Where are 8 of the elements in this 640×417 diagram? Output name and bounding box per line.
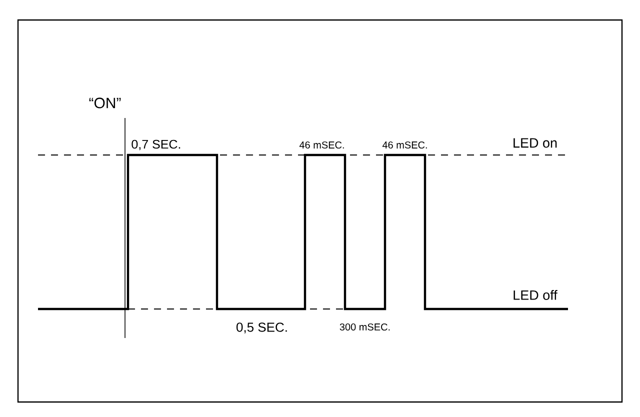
state-label: “ON” bbox=[89, 98, 121, 108]
duration-label: 300 mSEC. bbox=[340, 323, 390, 331]
duration-label: 46 mSEC. bbox=[299, 141, 344, 149]
duration-label: 0,5 SEC. bbox=[236, 322, 287, 334]
duration-label: 46 mSEC. bbox=[382, 141, 427, 149]
level-label: LED off bbox=[514, 290, 558, 300]
level-label: LED on bbox=[514, 138, 557, 148]
duration-label: 0,7 SEC. bbox=[132, 140, 180, 150]
